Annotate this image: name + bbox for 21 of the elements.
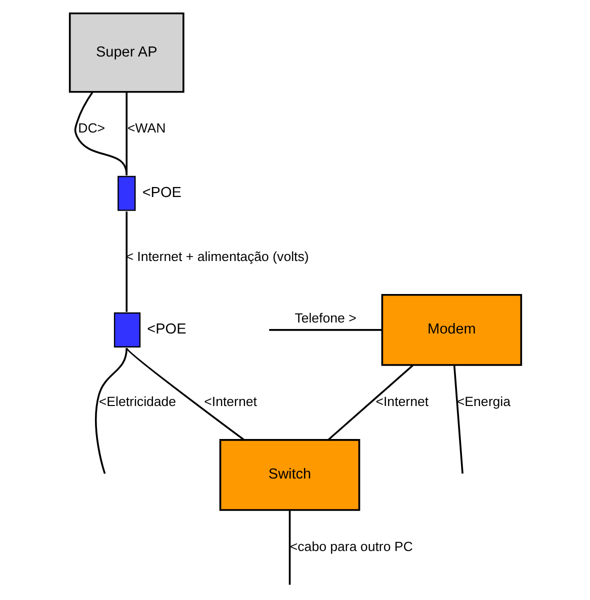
connector bbox=[268, 329, 382, 331]
connector bbox=[94, 348, 128, 474]
node-label: <POE bbox=[146, 322, 186, 338]
connector bbox=[327, 364, 413, 441]
edge-label: <Internet bbox=[204, 394, 256, 409]
edge-label: Telefone > bbox=[294, 310, 356, 326]
connector bbox=[452, 365, 463, 474]
edge-label: DC> bbox=[78, 120, 105, 136]
connector bbox=[125, 212, 128, 312]
node-box: Super AP bbox=[68, 12, 184, 93]
edge-label: <cabo para outro PC bbox=[289, 538, 412, 554]
connector bbox=[288, 510, 290, 585]
connector bbox=[125, 348, 244, 440]
edge-label: <Internet bbox=[375, 394, 428, 409]
edge-label: <Eletricidade bbox=[98, 394, 176, 409]
connector bbox=[125, 92, 128, 176]
connector bbox=[74, 91, 128, 176]
node-box: Modem bbox=[380, 294, 522, 366]
node-box: Switch bbox=[218, 439, 360, 511]
node-label: <POE bbox=[142, 185, 181, 202]
edge-label: <WAN bbox=[126, 120, 166, 136]
